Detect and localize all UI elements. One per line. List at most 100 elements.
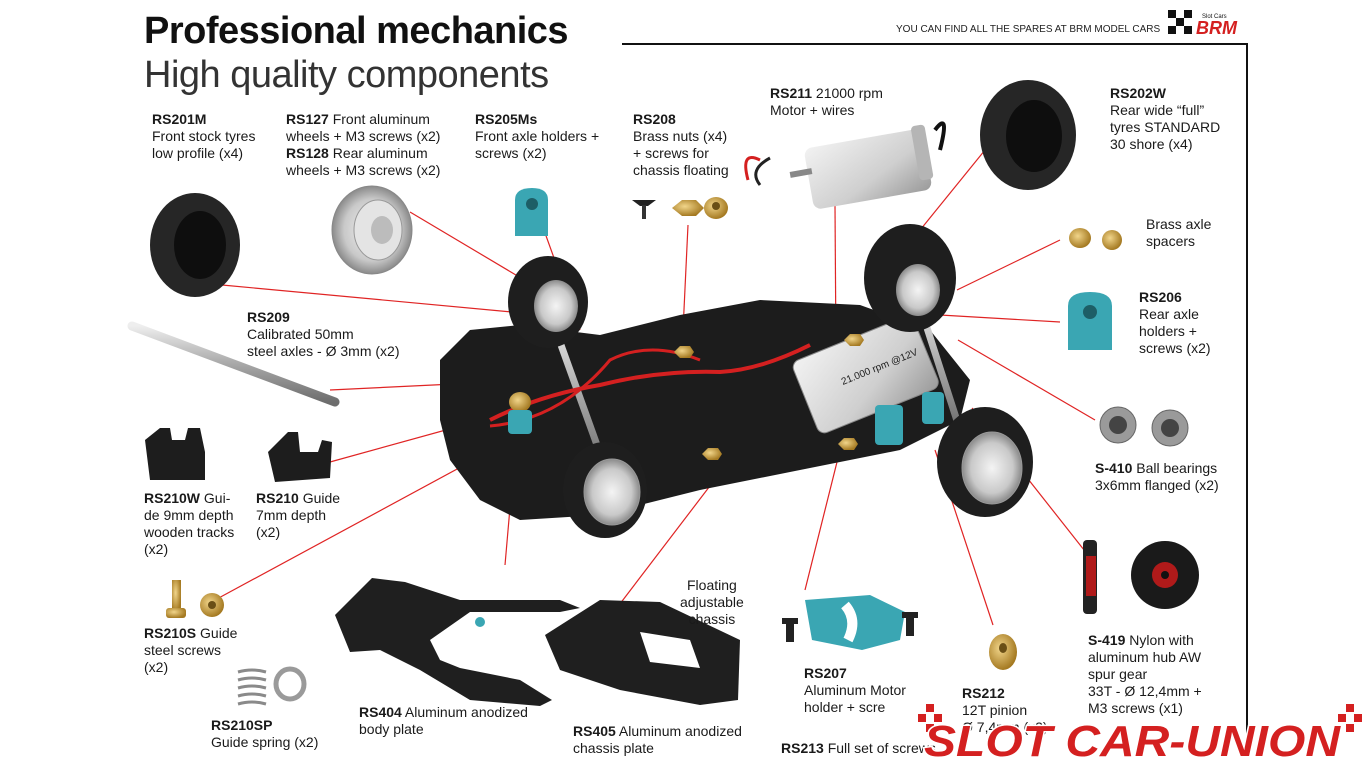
rs206-holder-image <box>1068 292 1112 350</box>
slot-car-union-watermark: SLOT CAR-UNION <box>918 704 1362 768</box>
part-code: RS213 <box>781 740 824 756</box>
label-rs208: RS208 Brass nuts (x4) + screws for chass… <box>633 111 729 179</box>
part-code: RS404 <box>359 704 402 720</box>
rs212-pinion-image <box>989 634 1017 670</box>
spares-note: YOU CAN FIND ALL THE SPARES AT BRM MODEL… <box>896 24 1161 35</box>
label-rs211: RS211 21000 rpm Motor + wires <box>770 85 883 119</box>
s419-spur-gear-image <box>1083 540 1199 614</box>
s410-bearings-image <box>1099 406 1189 447</box>
label-rs212: RS212 12T pinion Ø 7,4mm (x2) <box>962 685 1048 736</box>
part-code: RS210S <box>144 625 197 641</box>
part-desc: Rear wide “full” <box>1110 102 1205 118</box>
chassis-assembly-image: 21.000 rpm @12V <box>440 224 1033 538</box>
label-rs210: RS210 Guide 7mm depth (x2) <box>256 490 340 541</box>
part-desc: (x2) <box>144 659 169 675</box>
label-rs213: RS213 Full set of screws <box>781 740 936 757</box>
leader-line <box>957 339 1096 421</box>
part-desc: 33T - Ø 12,4mm + <box>1088 683 1202 699</box>
part-desc: Front axle holders + <box>475 128 600 144</box>
leader-line <box>911 149 986 241</box>
watermark-text: SLOT CAR-UNION <box>924 717 1341 766</box>
label-rs404: RS404 Aluminum anodized body plate <box>359 704 528 738</box>
rs211-motor-image <box>744 121 946 209</box>
rs210w-guide-image <box>145 428 205 480</box>
part-desc: Rear axle <box>1139 306 1199 322</box>
brass-spacers-image <box>1069 228 1122 250</box>
rs405-chassis-plate-image <box>545 600 740 705</box>
rs210s-screws-image <box>166 580 224 618</box>
part-desc: 7mm depth <box>256 507 327 523</box>
part-desc: Nylon with <box>1125 632 1194 648</box>
page-subtitle: High quality components <box>144 54 549 96</box>
leader-line <box>956 239 1061 291</box>
part-desc: screws (x2) <box>1139 340 1211 356</box>
part-desc: Calibrated 50mm <box>247 326 354 342</box>
part-code: RS205Ms <box>475 111 538 127</box>
label-rs210w: RS210W Gui- de 9mm depth wooden tracks (… <box>144 490 234 558</box>
brm-logo-small-text: Slot Cars <box>1202 14 1227 20</box>
rs205ms-holder-image <box>515 188 548 236</box>
part-desc: Guide <box>196 625 238 641</box>
part-code: RS210SP <box>211 717 273 733</box>
label-rs210s: RS210S Guide steel screws (x2) <box>144 625 237 676</box>
part-desc: 21000 rpm <box>812 85 883 101</box>
label-s410: S-410 Ball bearings 3x6mm flanged (x2) <box>1095 460 1219 494</box>
right-border-rule <box>1246 43 1248 743</box>
label-rs201m: RS201M Front stock tyres low profile (x4… <box>152 111 255 162</box>
part-code: RS209 <box>247 309 290 325</box>
part-code: RS201M <box>152 111 207 127</box>
rs202w-tyre-image <box>980 80 1076 190</box>
label-rs205ms: RS205Ms Front axle holders + screws (x2) <box>475 111 599 162</box>
rs209-axle-image <box>127 321 340 407</box>
label-rs209: RS209 Calibrated 50mm steel axles - Ø 3m… <box>247 309 399 360</box>
leader-line <box>939 314 1061 323</box>
label-rs210sp: RS210SP Guide spring (x2) <box>211 717 318 751</box>
part-desc: Rear aluminum <box>328 145 428 161</box>
part-desc: adjustable <box>680 594 744 610</box>
part-desc: screws (x2) <box>475 145 547 161</box>
part-desc: chassis plate <box>573 740 654 756</box>
part-desc: Front stock tyres <box>152 128 256 144</box>
rs201m-tyre-image <box>150 193 240 297</box>
part-desc: body plate <box>359 721 424 737</box>
part-desc: Brass nuts (x4) <box>633 128 728 144</box>
part-desc: + screws for <box>633 145 709 161</box>
part-code: RS208 <box>633 111 676 127</box>
part-desc: Full set of screws <box>823 740 936 756</box>
part-desc: de 9mm depth <box>144 507 234 523</box>
part-code: RS128 <box>286 145 329 161</box>
part-code: RS206 <box>1139 289 1182 305</box>
page-title: Professional mechanics <box>144 10 569 52</box>
part-desc: 30 shore (x4) <box>1110 136 1193 152</box>
rs210-guide-image <box>268 432 332 482</box>
part-desc: holder + scre <box>804 699 886 715</box>
part-desc: (x2) <box>144 541 169 557</box>
label-rs206: RS206 Rear axle holders + screws (x2) <box>1139 289 1211 357</box>
part-desc: wheels + M3 screws (x2) <box>286 128 441 144</box>
label-rs207: RS207 Aluminum Motor holder + scre <box>804 665 906 716</box>
label-rs202w: RS202W Rear wide “full” tyres STANDARD 3… <box>1110 85 1220 153</box>
part-desc: 12T pinion <box>962 702 1028 718</box>
rs207-motor-holder-image <box>782 595 918 650</box>
part-code: RS202W <box>1110 85 1167 101</box>
rs404-body-plate-image <box>335 578 580 706</box>
part-code: RS207 <box>804 665 847 681</box>
part-code: RS211 <box>770 85 813 101</box>
part-desc: chassis floating <box>633 162 729 178</box>
rs208-nuts-image <box>632 197 728 219</box>
rs210sp-spring-image <box>237 666 307 706</box>
part-desc: Guide spring (x2) <box>211 734 319 750</box>
part-code: RS210 <box>256 490 299 506</box>
part-code: S-410 <box>1095 460 1133 476</box>
part-desc: Ball bearings <box>1132 460 1218 476</box>
part-desc: Ø 7,4mm (x2) <box>962 719 1048 735</box>
part-desc: Aluminum Motor <box>804 682 906 698</box>
part-desc: Aluminum anodized <box>615 723 742 739</box>
brm-logo: Slot Cars BRM <box>1168 10 1238 38</box>
part-desc: (x2) <box>256 524 281 540</box>
part-desc: aluminum hub AW <box>1088 649 1202 665</box>
leader-line <box>221 284 513 313</box>
label-rs405: RS405 Aluminum anodized chassis plate <box>573 723 742 757</box>
part-desc: Front aluminum <box>328 111 430 127</box>
